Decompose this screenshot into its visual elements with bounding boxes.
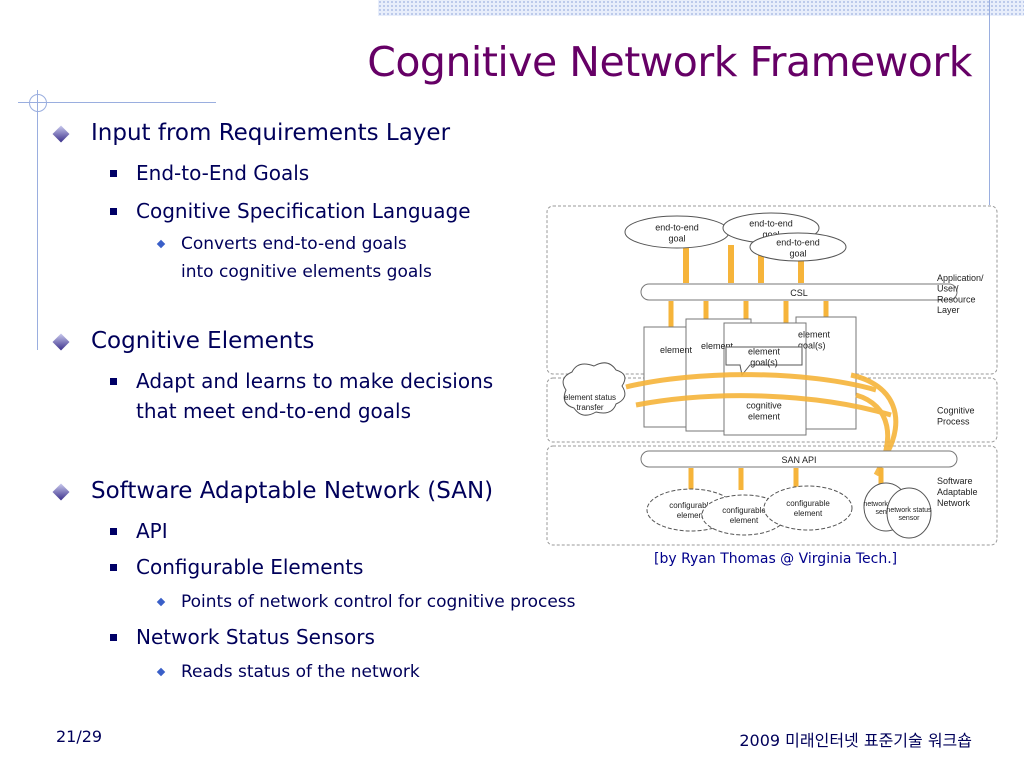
top-decorative-band (378, 0, 1024, 16)
slide-title: Cognitive Network Framework (367, 38, 972, 86)
bullet-text: Input from Requirements Layer (91, 120, 451, 146)
sub-bullet-text: Cognitive Specification Language (136, 199, 471, 223)
san-api-bar (640, 450, 958, 468)
small-diamond-bullet-icon (156, 667, 166, 677)
decor-horizontal-line-left (18, 102, 216, 103)
feedback-arrows (625, 372, 899, 477)
sub-bullet-text: API (136, 519, 168, 543)
diamond-bullet-icon (52, 483, 70, 501)
small-diamond-bullet-icon (156, 239, 166, 249)
sub-bullet-text: that meet end-to-end goals (136, 399, 412, 423)
image-credit: [by Ryan Thomas @ Virginia Tech.] (654, 551, 898, 567)
bullet-text: Software Adaptable Network (SAN) (91, 478, 494, 504)
sub-sub-bullet-text: Reads status of the network (181, 662, 420, 682)
sub-sub-bullet-text: into cognitive elements goals (181, 262, 432, 282)
sub-bullet-text: Adapt and learns to make decisions (136, 369, 494, 393)
sub-bullet-text: End-to-End Goals (136, 161, 310, 185)
square-bullet-icon (110, 528, 117, 535)
bullet-text: Cognitive Elements (91, 328, 315, 354)
element-goal-label: element (660, 345, 693, 355)
square-bullet-icon (110, 208, 117, 215)
diamond-bullet-icon (52, 333, 70, 351)
san-api-label: SAN API (781, 455, 816, 465)
decor-circle (29, 94, 47, 112)
sub-sub-bullet-text: Converts end-to-end goals (181, 234, 407, 254)
square-bullet-icon (110, 378, 117, 385)
sub-sub-bullet-text: Points of network control for cognitive … (181, 592, 576, 612)
sub-bullet-text: Configurable Elements (136, 555, 364, 579)
diamond-bullet-icon (52, 125, 70, 143)
decor-vertical-line-left (37, 90, 38, 350)
square-bullet-icon (110, 634, 117, 641)
element-goal-label: element (701, 341, 734, 351)
footer-event: 2009 미래인터넷 표준기술 워크숍 (739, 731, 972, 750)
decor-vertical-line-right (989, 0, 990, 205)
csl-bar (640, 283, 958, 301)
cognitive-element-box (723, 322, 807, 436)
slide-number: 21/29 (56, 727, 103, 746)
square-bullet-icon (110, 170, 117, 177)
square-bullet-icon (110, 564, 117, 571)
sub-bullet-text: Network Status Sensors (136, 625, 375, 649)
csl-label: CSL (790, 288, 808, 298)
small-diamond-bullet-icon (156, 597, 166, 607)
